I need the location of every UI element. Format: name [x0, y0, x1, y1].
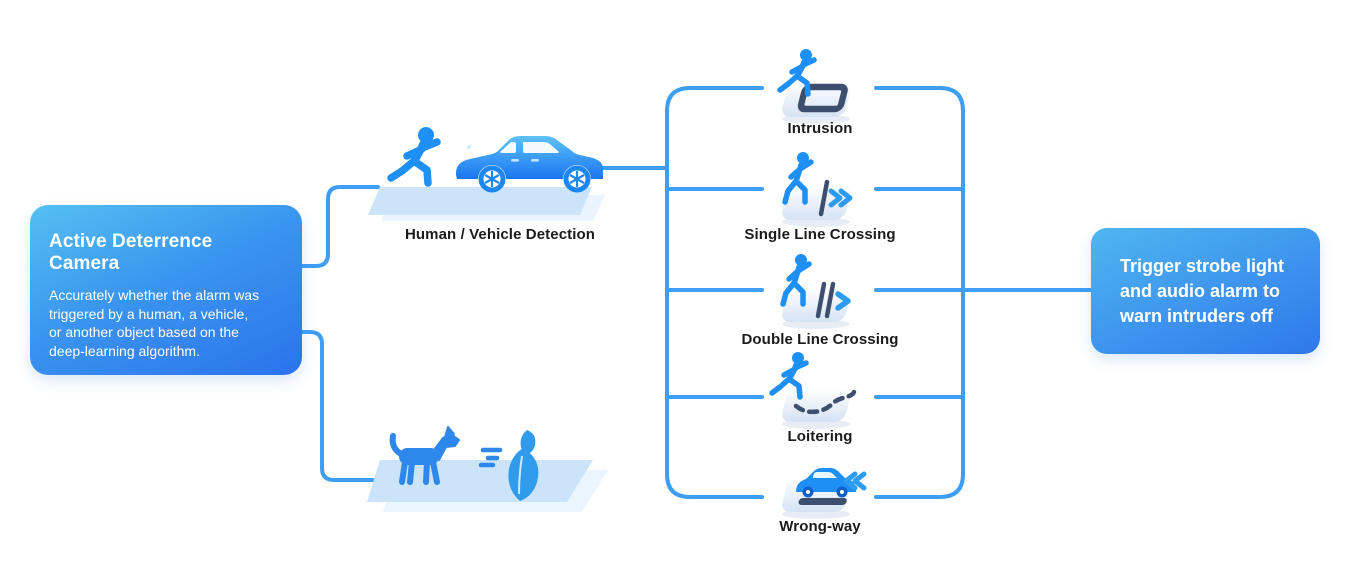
running-person-and-car-illustration	[368, 127, 605, 221]
single-line-crossing-icon	[782, 152, 853, 227]
running-person-icon	[387, 127, 441, 187]
wind-icon	[478, 447, 503, 468]
feature-label: Double Line Crossing	[741, 331, 899, 348]
left-box-title: Active Deterrence Camera	[49, 231, 213, 274]
car-icon	[455, 136, 603, 193]
detection-label: Human / Vehicle Detection	[404, 226, 596, 243]
car-small-icon	[796, 468, 856, 498]
platform	[368, 187, 592, 215]
leaf-icon	[508, 430, 539, 501]
wrong-way-icon	[782, 468, 867, 519]
right-box-line: warn intruders off	[1120, 305, 1274, 326]
left-box-body: Accurately whether the alarm was trigger…	[49, 286, 282, 360]
left-box-body-line: deep-learning algorithm.	[49, 342, 200, 359]
left-box-body-line: triggered by a human, a vehicle,	[49, 305, 249, 322]
dog-wind-leaf-illustration	[367, 426, 608, 512]
dog-icon	[389, 426, 460, 485]
loitering-icon	[769, 352, 857, 429]
right-bracket	[874, 86, 965, 499]
active-deterrence-camera-box: Active Deterrence Camera Accurately whet…	[30, 205, 302, 375]
right-box-line: and audio alarm to	[1120, 280, 1281, 301]
double-line-crossing-icon	[780, 254, 851, 329]
connector-leftbox-to-detection	[300, 185, 380, 268]
intrusion-icon	[777, 49, 851, 124]
wheel-icon	[563, 165, 591, 193]
right-box-line: Trigger strobe light	[1120, 255, 1285, 276]
connector-leftbox-to-nontrigger	[300, 330, 380, 482]
feature-label: Loitering	[787, 428, 853, 445]
left-bracket	[665, 86, 764, 499]
trigger-alarm-box: Trigger strobe light and audio alarm to …	[1091, 228, 1320, 354]
feature-label: Single Line Crossing	[744, 226, 896, 243]
feature-label: Wrong-way	[779, 518, 861, 535]
left-box-body-line: Accurately whether the alarm was	[49, 287, 260, 303]
feature-label: Intrusion	[787, 120, 853, 137]
left-box-body-line: or another object based on the	[49, 324, 239, 340]
wheel-icon	[478, 165, 506, 193]
